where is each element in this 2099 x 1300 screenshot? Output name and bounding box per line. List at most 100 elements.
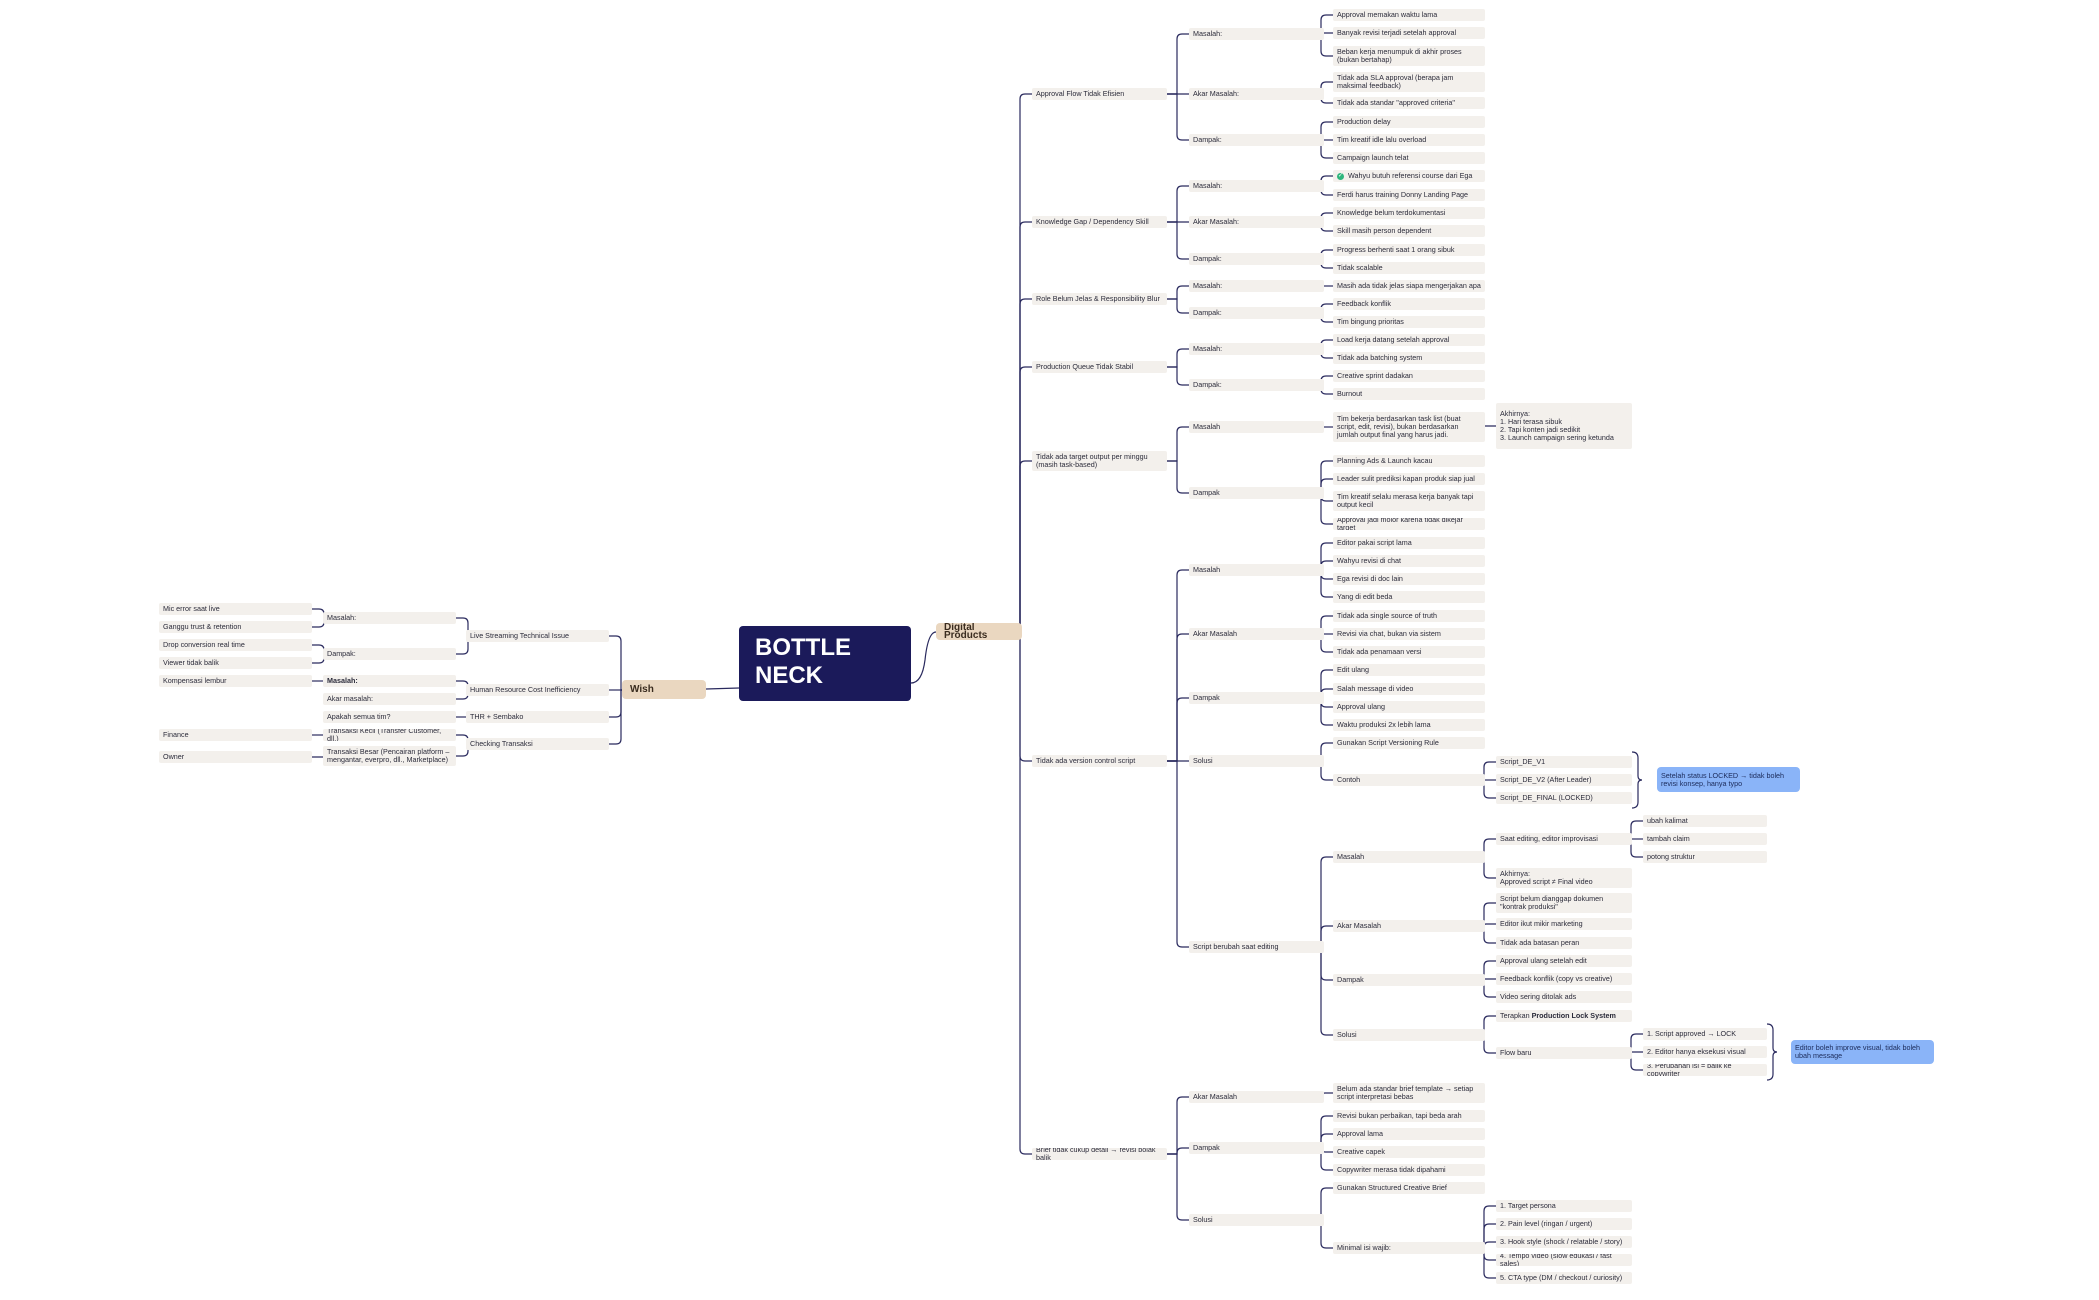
leaf[interactable]: Masih ada tidak jelas siapa mengerjakan …: [1333, 280, 1485, 292]
hr-akar[interactable]: Akar masalah:: [323, 693, 456, 705]
scriptedit-flow[interactable]: Flow baru: [1496, 1047, 1632, 1059]
scriptedit-solusi[interactable]: Solusi: [1333, 1029, 1485, 1041]
leaf[interactable]: Tim kreatif idle lalu overload: [1333, 134, 1485, 146]
approval-akar[interactable]: Akar Masalah:: [1189, 88, 1324, 100]
leaf[interactable]: Drop conversion real time: [159, 639, 312, 651]
version-dampak[interactable]: Dampak: [1189, 692, 1324, 704]
leaf[interactable]: Creative sprint dadakan: [1333, 370, 1485, 382]
leaf[interactable]: Leader sulit prediksi kapan produk siap …: [1333, 473, 1485, 485]
leaf[interactable]: Script_DE_V2 (After Leader): [1496, 774, 1632, 786]
checking-kecil[interactable]: Transaksi Kecil (Transfer Customer, dll.…: [323, 729, 456, 741]
knowledge-branch[interactable]: Knowledge Gap / Dependency Skill: [1032, 216, 1167, 228]
version-solusi[interactable]: Solusi: [1189, 755, 1324, 767]
leaf[interactable]: Approval ulang: [1333, 701, 1485, 713]
leaf[interactable]: Tidak ada standar "approved criteria": [1333, 97, 1485, 109]
leaf[interactable]: 3. Hook style (shock / relatable / story…: [1496, 1236, 1632, 1248]
version-note[interactable]: Setelah status LOCKED → tidak boleh revi…: [1657, 767, 1800, 792]
leaf[interactable]: Approval lama: [1333, 1128, 1485, 1140]
leaf[interactable]: Ganggu trust & retention: [159, 621, 312, 633]
queue-masalah[interactable]: Masalah:: [1189, 343, 1324, 355]
leaf[interactable]: ✓Wahyu butuh referensi course dari Ega: [1333, 170, 1485, 182]
leaf[interactable]: Edit ulang: [1333, 664, 1485, 676]
queue-dampak[interactable]: Dampak:: [1189, 379, 1324, 391]
queue-branch[interactable]: Production Queue Tidak Stabil: [1032, 361, 1167, 373]
leaf[interactable]: Owner: [159, 751, 312, 763]
leaf[interactable]: 1. Target persona: [1496, 1200, 1632, 1212]
leaf[interactable]: Knowledge belum terdokumentasi: [1333, 207, 1485, 219]
leaf[interactable]: Kompensasi lembur: [159, 675, 312, 687]
brief-solusi[interactable]: Solusi: [1189, 1214, 1324, 1226]
leaf[interactable]: Belum ada standar brief template → setia…: [1333, 1083, 1485, 1103]
leaf[interactable]: Tidak ada batasan peran: [1496, 937, 1632, 949]
leaf[interactable]: Approval memakan waktu lama: [1333, 9, 1485, 21]
scriptedit-akhirnya[interactable]: Akhirnya: Approved script ≠ Final video: [1496, 868, 1632, 888]
leaf[interactable]: Finance: [159, 729, 312, 741]
scriptedit-dampak[interactable]: Dampak: [1333, 974, 1485, 986]
leaf[interactable]: Tim kreatif selalu merasa kerja banyak t…: [1333, 491, 1485, 511]
leaf[interactable]: Editor pakai script lama: [1333, 537, 1485, 549]
leaf[interactable]: Tidak ada single source of truth: [1333, 610, 1485, 622]
leaf[interactable]: Script_DE_V1: [1496, 756, 1632, 768]
leaf[interactable]: Feedback konflik (copy vs creative): [1496, 973, 1632, 985]
leaf[interactable]: Video sering ditolak ads: [1496, 991, 1632, 1003]
leaf[interactable]: Copywriter merasa tidak dipahami: [1333, 1164, 1485, 1176]
brief-branch[interactable]: Brief tidak cukup detail → revisi bolak …: [1032, 1148, 1167, 1160]
leaf[interactable]: Editor ikut mikir marketing: [1496, 918, 1632, 930]
leaf[interactable]: Mic error saat live: [159, 603, 312, 615]
leaf[interactable]: Ega revisi di doc lain: [1333, 573, 1485, 585]
leaf[interactable]: 5. CTA type (DM / checkout / curiosity): [1496, 1272, 1632, 1284]
leaf[interactable]: Gunakan Script Versioning Rule: [1333, 737, 1485, 749]
digital-products-node[interactable]: Digital Products: [936, 623, 1022, 640]
leaf[interactable]: Gunakan Structured Creative Brief: [1333, 1182, 1485, 1194]
leaf[interactable]: Script_DE_FINAL (LOCKED): [1496, 792, 1632, 804]
leaf[interactable]: Waktu produksi 2x lebih lama: [1333, 719, 1485, 731]
approval-branch[interactable]: Approval Flow Tidak Efisien: [1032, 88, 1167, 100]
leaf[interactable]: Yang di edit beda: [1333, 591, 1485, 603]
leaf[interactable]: ubah kalimat: [1643, 815, 1767, 827]
leaf[interactable]: Viewer tidak balik: [159, 657, 312, 669]
version-branch[interactable]: Tidak ada version control script: [1032, 755, 1167, 767]
leaf[interactable]: Planning Ads & Launch kacau: [1333, 455, 1485, 467]
leaf[interactable]: Ferdi harus training Donny Landing Page: [1333, 189, 1485, 201]
root-node[interactable]: BOTTLENECK: [739, 626, 911, 701]
leaf[interactable]: Production delay: [1333, 116, 1485, 128]
leaf[interactable]: Tidak scalable: [1333, 262, 1485, 274]
leaf[interactable]: Salah message di video: [1333, 683, 1485, 695]
scriptedit-branch[interactable]: Script berubah saat editing: [1189, 941, 1324, 953]
target-dampak[interactable]: Dampak: [1189, 487, 1324, 499]
role-branch[interactable]: Role Belum Jelas & Responsibility Blur: [1032, 293, 1167, 305]
target-akhirnya[interactable]: Akhirnya: 1. Hari terasa sibuk 2. Tapi k…: [1496, 403, 1632, 449]
leaf[interactable]: 2. Editor hanya eksekusi visual: [1643, 1046, 1767, 1058]
approval-masalah[interactable]: Masalah:: [1189, 28, 1324, 40]
leaf[interactable]: Revisi via chat, bukan via sistem: [1333, 628, 1485, 640]
version-akar[interactable]: Akar Masalah: [1189, 628, 1324, 640]
leaf[interactable]: Banyak revisi terjadi setelah approval: [1333, 27, 1485, 39]
hr-branch[interactable]: Human Resource Cost Inefficiency: [466, 684, 609, 696]
thr-branch[interactable]: THR + Sembako: [466, 711, 609, 723]
leaf[interactable]: 1. Script approved → LOCK: [1643, 1028, 1767, 1040]
version-masalah[interactable]: Masalah: [1189, 564, 1324, 576]
live-branch[interactable]: Live Streaming Technical Issue: [466, 630, 609, 642]
leaf[interactable]: Approval ulang setelah edit: [1496, 955, 1632, 967]
leaf[interactable]: Script belum dianggap dokumen "kontrak p…: [1496, 893, 1632, 913]
role-dampak[interactable]: Dampak:: [1189, 307, 1324, 319]
leaf[interactable]: 2. Pain level (ringan / urgent): [1496, 1218, 1632, 1230]
leaf[interactable]: Progress berhenti saat 1 orang sibuk: [1333, 244, 1485, 256]
live-masalah[interactable]: Masalah:: [323, 612, 456, 624]
wish-node[interactable]: Wish: [622, 680, 706, 699]
leaf[interactable]: Tidak ada SLA approval (berapa jam maksi…: [1333, 72, 1485, 92]
scriptedit-terapkan[interactable]: Terapkan Production Lock System: [1496, 1010, 1632, 1022]
knowledge-akar[interactable]: Akar Masalah:: [1189, 216, 1324, 228]
leaf[interactable]: Burnout: [1333, 388, 1485, 400]
leaf[interactable]: Wahyu revisi di chat: [1333, 555, 1485, 567]
thr-question[interactable]: Apakah semua tim?: [323, 711, 456, 723]
checking-besar[interactable]: Transaksi Besar (Pencairan platform – me…: [323, 746, 456, 766]
checking-branch[interactable]: Checking Transaksi: [466, 738, 609, 750]
target-branch[interactable]: Tidak ada target output per minggu (masi…: [1032, 451, 1167, 471]
leaf[interactable]: Tidak ada batching system: [1333, 352, 1485, 364]
approval-dampak[interactable]: Dampak:: [1189, 134, 1324, 146]
leaf[interactable]: 3. Perubahan isi = balik ke copywriter: [1643, 1064, 1767, 1076]
brief-akar[interactable]: Akar Masalah: [1189, 1091, 1324, 1103]
scriptedit-note[interactable]: Editor boleh improve visual, tidak boleh…: [1791, 1040, 1934, 1064]
leaf[interactable]: Revisi bukan perbaikan, tapi beda arah: [1333, 1110, 1485, 1122]
